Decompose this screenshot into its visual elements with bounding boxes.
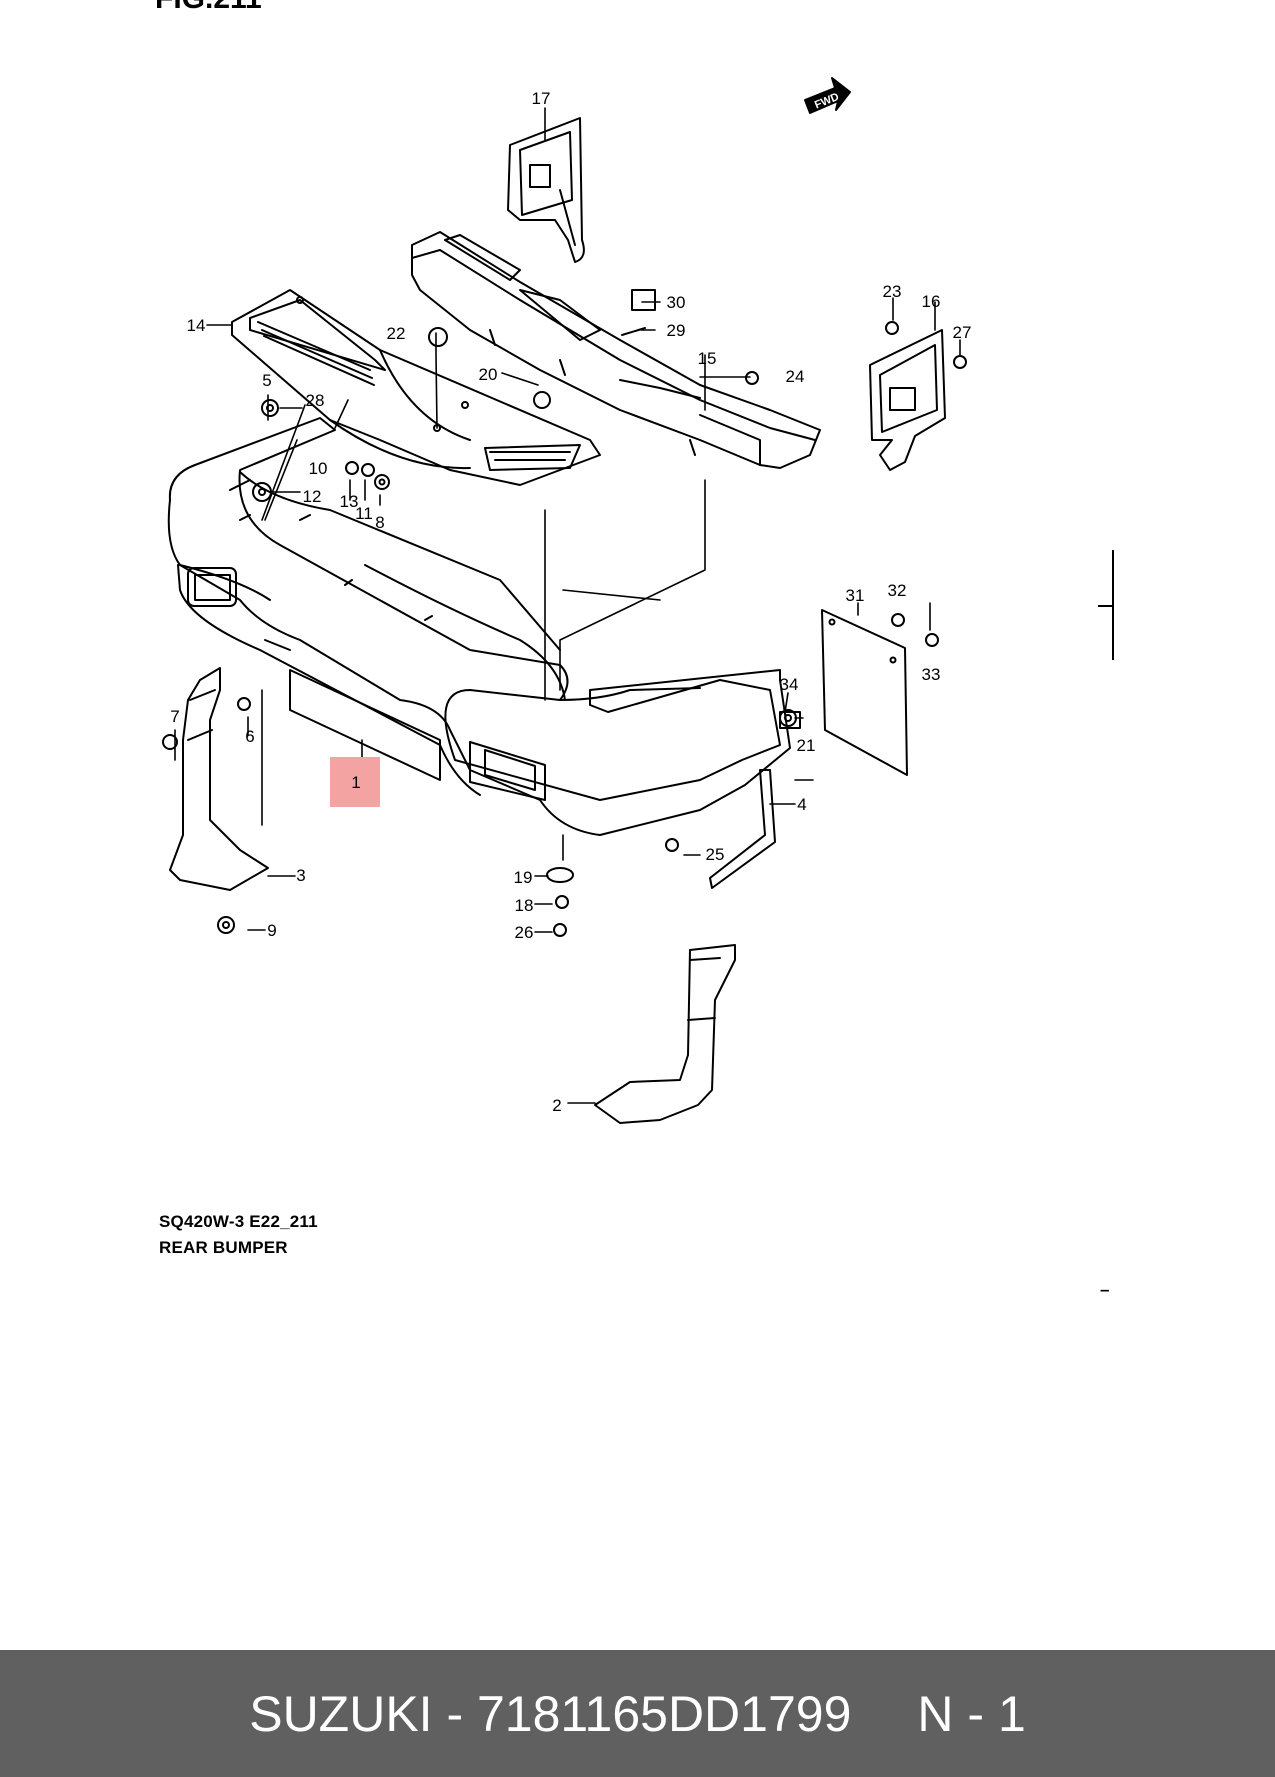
callout-6: 6: [245, 727, 254, 746]
lower-bracket-2: [594, 944, 736, 1124]
callout-16: 16: [922, 292, 941, 311]
callout-15: 15: [698, 349, 717, 368]
right-mark: –: [1100, 1280, 1110, 1299]
footer-index: N - 1: [917, 1685, 1026, 1742]
callout-7: 7: [170, 707, 179, 726]
callout-25: 25: [706, 845, 725, 864]
callout-31: 31: [846, 586, 865, 605]
callout-9: 9: [267, 921, 276, 940]
callout-4: 4: [797, 795, 806, 814]
callout-18: 18: [515, 896, 534, 915]
fwd-arrow-icon: [804, 77, 851, 114]
callout-21: 21: [797, 736, 816, 755]
right-edge-tick: [1098, 605, 1112, 607]
callout-28: 28: [306, 391, 325, 410]
leader-lines: [174, 107, 961, 1104]
callout-19: 19: [514, 868, 533, 887]
molding-4: [709, 769, 776, 889]
right-edge-mark: [1112, 550, 1114, 660]
bracket-16: [869, 329, 946, 471]
callout-24: 24: [786, 367, 805, 386]
callout-20: 20: [479, 365, 498, 384]
callout-27: 27: [953, 323, 972, 342]
callout-5: 5: [262, 371, 271, 390]
bumper-cover: [167, 417, 791, 836]
callout-3: 3: [296, 866, 305, 885]
callout-22: 22: [387, 324, 406, 343]
callout-8: 8: [375, 513, 384, 532]
callout-26: 26: [515, 923, 534, 942]
step-plate: [231, 289, 601, 486]
footer-bar: SUZUKI - 7181165DD1799 N - 1: [0, 1650, 1275, 1777]
callout-2: 2: [552, 1096, 561, 1115]
callout-14: 14: [187, 316, 206, 335]
bracket-17: [507, 117, 585, 263]
callout-34: 34: [780, 675, 799, 694]
fasteners: [162, 289, 967, 937]
diagram-code: SQ420W-3 E22_211: [159, 1212, 318, 1231]
diagram-name: REAR BUMPER: [159, 1238, 288, 1257]
callout-17: 17: [532, 89, 551, 108]
footer-part-number: SUZUKI - 7181165DD1799: [249, 1685, 852, 1742]
side-bracket-3: [169, 667, 269, 891]
callout-labels: 1 2 3 4 5 6 7 8 9 10 11 12 13 14 15 16 1…: [170, 89, 971, 1115]
callout-10: 10: [309, 459, 328, 478]
mud-flap-31: [821, 609, 908, 776]
highlight-box: [330, 757, 380, 807]
callout-1: 1: [351, 773, 360, 792]
callout-13: 13: [340, 492, 359, 511]
rear-bumper-exploded-diagram: 1 2 3 4 5 6 7 8 9 10 11 12 13 14 15 16 1…: [162, 77, 971, 1124]
callout-12: 12: [303, 487, 322, 506]
callout-23: 23: [883, 282, 902, 301]
rear-member: [411, 231, 821, 469]
figure-title: FIG.211: [155, 0, 262, 16]
callout-30: 30: [667, 293, 686, 312]
callout-11: 11: [355, 504, 373, 523]
callout-32: 32: [888, 581, 907, 600]
callout-29: 29: [667, 321, 686, 340]
callout-33: 33: [922, 665, 941, 684]
